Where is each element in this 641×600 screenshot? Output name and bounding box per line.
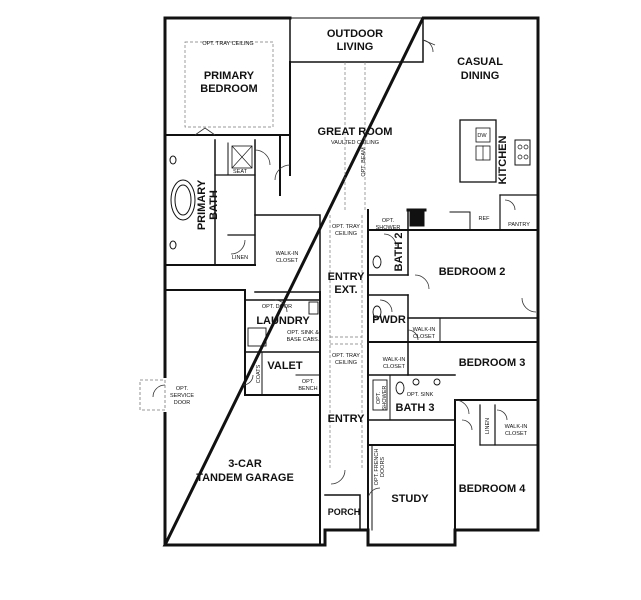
primary-bath-label-1: PRIMARY <box>196 179 208 230</box>
service-door-1: OPT. <box>176 386 189 392</box>
bath-2-label: BATH 2 <box>393 233 405 272</box>
outdoor-living-label-1: OUTDOOR <box>327 28 383 40</box>
bath3-opt-shower-1: OPT. <box>376 391 382 404</box>
entry-ext-label-1: ENTRY <box>328 271 366 283</box>
primary-walk-in-2: CLOSET <box>276 258 299 264</box>
opt-sink-note: OPT. SINK <box>407 392 434 398</box>
coats-label: COATS <box>256 364 262 383</box>
pwdr-label: PWDR <box>372 314 406 326</box>
linen-label-primary: LINEN <box>232 255 248 261</box>
primary-bath-fixtures <box>169 145 253 250</box>
bed2-walk-in-2: CLOSET <box>413 334 436 340</box>
seat-label: SEAT <box>233 169 248 175</box>
opt-bench-1: OPT. <box>302 379 315 385</box>
opt-sink-base-1: OPT. SINK & <box>287 330 319 336</box>
entry-ext-label-2: EXT. <box>334 284 357 296</box>
casual-dining-label-2: DINING <box>461 70 500 82</box>
door-swings <box>152 39 537 501</box>
valet-label: VALET <box>267 360 303 372</box>
opt-bench-2: BENCH <box>298 386 317 392</box>
bed3-walk-in-1: WALK-IN <box>383 357 406 363</box>
laundry-label: LAUNDRY <box>256 315 310 327</box>
pantry-label: PANTRY <box>508 222 530 228</box>
primary-bath-label-2: BATH <box>208 190 220 220</box>
bath-3-label: BATH 3 <box>396 402 435 414</box>
opt-sink-base-2: BASE CABS. <box>287 337 320 343</box>
bedroom-2-label: BEDROOM 2 <box>439 266 506 278</box>
entry-ext-tray-1: OPT. TRAY <box>332 224 360 230</box>
bedroom-3-label: BEDROOM 3 <box>459 357 526 369</box>
ref-label: REF <box>479 216 491 222</box>
great-room-label: GREAT ROOM <box>318 126 393 138</box>
dashed-lines <box>184 41 366 470</box>
casual-dining-label-1: CASUAL <box>457 56 503 68</box>
kitchen-label: KITCHEN <box>497 136 509 185</box>
bed3-walk-in-2: CLOSET <box>383 364 406 370</box>
opt-door-note: OPT. DOOR <box>262 304 292 310</box>
fixtures <box>247 255 441 411</box>
bath2-opt-shower-2: SHOWER <box>376 225 401 231</box>
garage-label-1: 3-CAR <box>228 458 262 470</box>
dw-label: DW <box>477 133 487 139</box>
bed4-walk-in-2: CLOSET <box>505 431 528 437</box>
bed2-walk-in-1: WALK-IN <box>413 327 436 333</box>
bath3-opt-shower-2: SHOWER <box>382 386 388 411</box>
garage-label-2: TANDEM GARAGE <box>196 472 294 484</box>
bath2-opt-shower-1: OPT. <box>382 218 395 224</box>
service-door-3: DOOR <box>174 400 191 406</box>
opt-beam-note: OPT. BEAM <box>361 147 367 177</box>
study-label: STUDY <box>391 493 429 505</box>
primary-bedroom-label-2: BEDROOM <box>200 83 257 95</box>
service-door-2: SERVICE <box>170 393 194 399</box>
french-doors-2: DOORS <box>380 457 386 478</box>
linen-label-bed4: LINEN <box>485 418 491 434</box>
vaulted-ceiling-note: VAULTED CEILING <box>331 140 379 146</box>
primary-opt-tray-ceiling: OPT. TRAY CEILING <box>202 41 253 47</box>
french-doors-1: OPT. FRENCH <box>374 449 380 486</box>
entry-label: ENTRY <box>328 413 366 425</box>
primary-bedroom-label-1: PRIMARY <box>204 70 255 82</box>
bedroom-4-label: BEDROOM 4 <box>459 483 527 495</box>
entry-ext-tray-2: CEILING <box>335 231 357 237</box>
porch-label: PORCH <box>328 507 361 517</box>
service-door-outline <box>139 379 166 411</box>
primary-walk-in-1: WALK-IN <box>276 251 299 257</box>
bed4-walk-in-1: WALK-IN <box>505 424 528 430</box>
entry-tray-2: CEILING <box>335 360 357 366</box>
entry-tray-1: OPT. TRAY <box>332 353 360 359</box>
outdoor-living-label-2: LIVING <box>337 41 374 53</box>
